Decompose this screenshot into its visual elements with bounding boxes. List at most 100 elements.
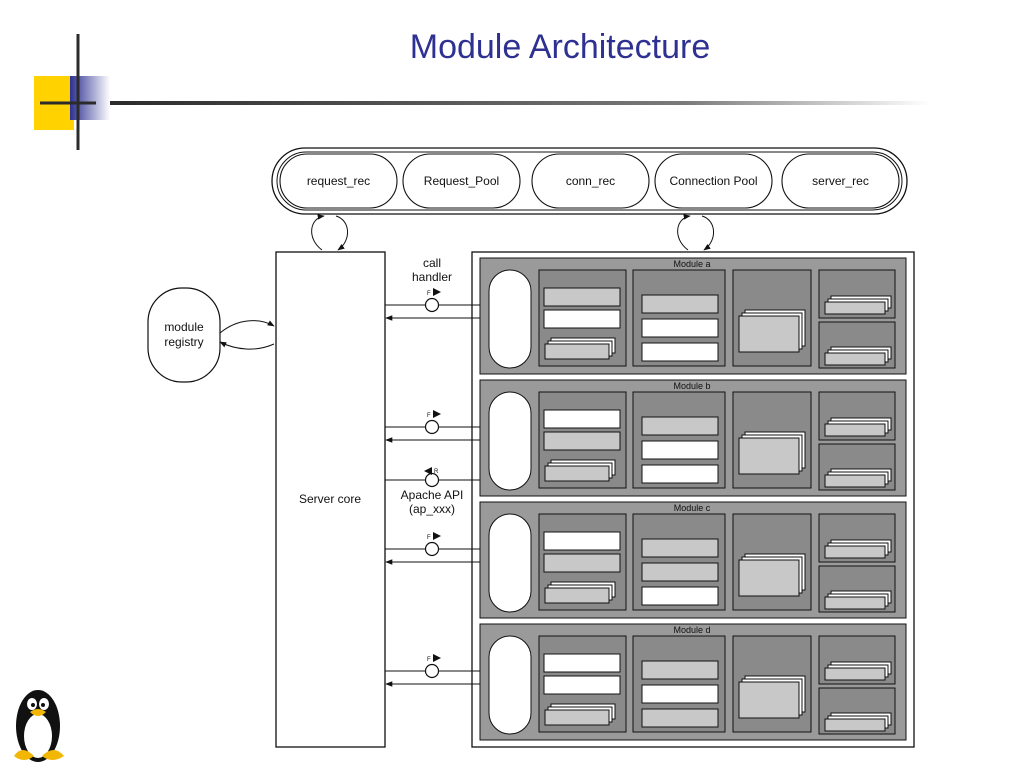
forward-flag-icon [433, 532, 441, 540]
module-column-2 [632, 391, 726, 489]
column-slot [641, 562, 719, 582]
pool-label: server_rec [812, 174, 869, 188]
module-label: Module b [673, 381, 710, 391]
column-slot [543, 309, 621, 329]
forward-marker: F [427, 657, 431, 663]
loop-arrow-left-up [311, 214, 325, 251]
module-column-4 [818, 391, 896, 491]
server-core-box [275, 251, 386, 748]
module-column-3 [732, 513, 812, 611]
stacked-card [544, 343, 610, 360]
column-slot [543, 675, 621, 695]
call-handler-label-2: handler [412, 270, 452, 284]
column-slot [543, 531, 621, 551]
module-registry: module registry [147, 287, 275, 383]
blue-accent-square [70, 76, 110, 120]
column-slot [641, 416, 719, 436]
pool-pill [402, 153, 521, 209]
module-column-3 [732, 391, 812, 489]
call-hook-circle [424, 297, 440, 313]
column-slot [641, 660, 719, 680]
loop-arrow-left-down [335, 215, 348, 251]
forward-flag-icon [433, 410, 441, 418]
registry-to-core-arrow [219, 320, 275, 334]
column-slot [641, 684, 719, 704]
pool-loop-arrows [311, 214, 714, 251]
stacked-card [824, 474, 886, 488]
module-column-2 [632, 635, 726, 733]
stacked-card [824, 545, 886, 559]
stacked-card [824, 301, 886, 315]
call-hook-circle [424, 663, 440, 679]
module-handler-capsule [488, 513, 532, 613]
pool-pill [654, 153, 773, 209]
column-slot [641, 464, 719, 484]
module-block: Module c [479, 501, 907, 619]
title-underline [110, 101, 930, 105]
pool-label: request_rec [307, 174, 370, 188]
connector-labels: call handler Apache API (ap_xxx) [401, 256, 464, 516]
module-handler-capsule [488, 635, 532, 735]
module-block: Module a [479, 257, 907, 375]
module-block: Module b [479, 379, 907, 497]
column-slot [543, 409, 621, 429]
call-handler-label-1: call [423, 256, 441, 270]
forward-flag-icon [433, 654, 441, 662]
column-slot [543, 287, 621, 307]
stacked-card [824, 352, 886, 366]
module-label: Module a [673, 259, 710, 269]
column-slot [543, 553, 621, 573]
stacked-card [738, 315, 800, 353]
title-decoration [34, 34, 930, 150]
pool-pill [781, 153, 900, 209]
module-column-4 [818, 635, 896, 735]
forward-marker: F [427, 535, 431, 541]
pool-pill [531, 153, 650, 209]
column-slot [641, 586, 719, 606]
pool-label: Connection Pool [669, 174, 757, 188]
module-registry-label-1: module [164, 320, 204, 334]
module-column-1 [538, 513, 627, 611]
module-column-4 [818, 269, 896, 369]
column-slot [641, 708, 719, 728]
column-slot [641, 538, 719, 558]
call-hook-circle [424, 419, 440, 435]
module-column-4 [818, 513, 896, 613]
forward-flag-icon [433, 288, 441, 296]
pool-label: Request_Pool [424, 174, 499, 188]
tux-penguin-logo [14, 690, 64, 762]
module-column-2 [632, 513, 726, 611]
core-to-registry-arrow [219, 341, 275, 350]
stacked-card [738, 437, 800, 475]
module-column-1 [538, 635, 627, 733]
column-slot [641, 294, 719, 314]
module-handler-capsule [488, 391, 532, 491]
modules-group: Module a Module b Module c Module d [479, 257, 907, 741]
server-core: Server core [275, 251, 386, 748]
module-column-3 [732, 269, 812, 367]
call-hook-circle [424, 541, 440, 557]
return-marker: R [434, 469, 439, 475]
module-block: Module d [479, 623, 907, 741]
stacked-card [544, 709, 610, 726]
column-slot [641, 440, 719, 460]
forward-marker: F [427, 413, 431, 419]
module-handler-capsule [488, 269, 532, 369]
module-column-1 [538, 269, 627, 367]
stacked-card [824, 667, 886, 681]
module-registry-label-2: registry [164, 335, 203, 349]
stacked-card [544, 587, 610, 604]
module-column-2 [632, 269, 726, 367]
module-registry-box [147, 287, 221, 383]
module-label: Module c [674, 503, 711, 513]
stacked-card [824, 718, 886, 732]
slide-title: Module Architecture [409, 28, 711, 66]
stacked-card [824, 596, 886, 610]
loop-arrow-right-up [677, 214, 691, 251]
loop-arrow-right-down [701, 215, 714, 251]
stacked-card [738, 559, 800, 597]
server-core-label: Server core [299, 492, 361, 506]
api-hook-circle [424, 472, 440, 488]
